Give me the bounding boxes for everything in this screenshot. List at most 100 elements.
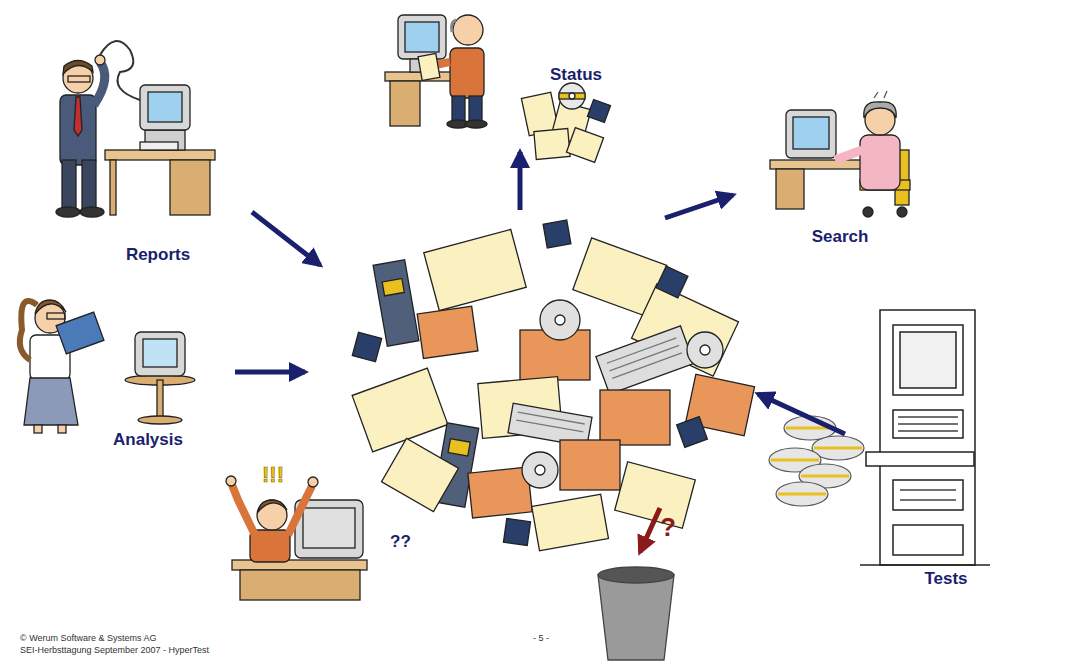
search-figure-part (786, 110, 836, 158)
analysis-figure-part (157, 380, 163, 420)
document-pile-part (417, 306, 478, 358)
reports-figure-part (60, 95, 96, 165)
document-pile-part (516, 412, 584, 432)
search-figure-part (776, 169, 804, 209)
analysis-figure-part (24, 378, 78, 425)
test-machine-part (866, 452, 974, 466)
analysis-figure (20, 300, 195, 433)
search-figure-part (863, 207, 873, 217)
test-machine-part (893, 480, 963, 510)
frustrated-figure-part (250, 530, 290, 562)
document-pile-part (424, 229, 526, 310)
reports-figure-part (140, 142, 178, 150)
trash-can (598, 567, 674, 660)
flow-arrows-part (518, 152, 523, 210)
reports-figure-part (62, 160, 76, 210)
analysis-figure-part (143, 339, 177, 367)
analysis-figure-part (20, 301, 37, 360)
search-figure-part (864, 102, 896, 118)
reports-figure-part (95, 55, 105, 65)
document-pile-part (532, 494, 609, 550)
search-figure-part (793, 117, 829, 149)
reports-figure-part (80, 207, 104, 217)
reports-figure-part (63, 61, 93, 75)
reports-figure (56, 41, 215, 217)
status-figure-part (569, 93, 575, 99)
test-machine-part (900, 332, 956, 388)
document-pile-part (382, 279, 404, 296)
figure-caption-node: Analysis (98, 427, 198, 453)
reports-figure-part (56, 207, 80, 217)
reports-figure-part (68, 76, 90, 82)
analysis-figure-part (138, 416, 182, 424)
copyright-note: © Werum Software & Systems AG (20, 633, 157, 643)
status-figure-part (566, 128, 603, 163)
test-machine-part (898, 417, 958, 431)
cd-stack-part (771, 428, 862, 494)
document-pile-part (503, 518, 530, 545)
status-figure-part (453, 15, 483, 45)
figure-label: Status (550, 65, 602, 85)
frustrated-figure-part (257, 500, 287, 530)
frustrated-figure-part (308, 477, 318, 487)
event-note: SEI-Herbsttagung September 2007 - HyperT… (20, 645, 209, 655)
reports-figure-part (148, 92, 182, 122)
exclamation-mark: !!! (262, 462, 284, 488)
document-pile-part (700, 345, 710, 355)
flow-arrows (235, 152, 845, 552)
frustrated-figure-part (288, 486, 312, 535)
reports-figure-part (94, 62, 105, 105)
test-machine-part (893, 410, 963, 438)
analysis-figure-part (34, 425, 42, 433)
status-figure-part (452, 20, 457, 32)
document-pile (352, 220, 754, 551)
frustrated-figure-part (232, 485, 255, 535)
figure-caption-node: Search (798, 224, 882, 250)
document-pile-part (596, 326, 694, 394)
document-pile-part (535, 465, 545, 475)
search-figure-part (897, 207, 907, 217)
test-machine-part (893, 325, 963, 395)
search-figure-part (860, 135, 900, 190)
frustrated-figure-part (303, 508, 355, 548)
test-machine-part (900, 490, 956, 500)
figure-label: Search (812, 227, 869, 247)
document-pile-part (522, 452, 558, 488)
document-pile-part (560, 440, 620, 490)
status-figure-part (587, 99, 610, 122)
question-mark: ? (660, 512, 676, 543)
document-pile-part (607, 338, 682, 378)
reports-figure-part (105, 150, 215, 160)
trash-can-part (598, 575, 674, 660)
figure-caption-node: Tests (903, 566, 989, 592)
figure-label: Reports (126, 245, 190, 265)
question-mark: ?? (390, 532, 411, 552)
document-pile-part (687, 332, 723, 368)
status-figure-part (418, 54, 440, 81)
search-figure-part (835, 150, 862, 160)
flow-arrows-part (252, 212, 320, 265)
document-pile-part (656, 266, 688, 298)
page-number: - 5 - (533, 633, 549, 643)
document-pile-part (352, 332, 381, 361)
document-pile-part (382, 438, 459, 511)
analysis-figure-part (58, 425, 66, 433)
flow-arrows-part (235, 370, 305, 375)
cd-stack (769, 416, 864, 506)
status-figure-part (559, 93, 585, 99)
figure-caption-node: Status (538, 62, 614, 88)
figure-label: Tests (924, 569, 967, 589)
reports-figure-part (170, 160, 210, 215)
status-figure-part (559, 83, 585, 109)
trash-can-part (598, 567, 674, 583)
document-pile-part (677, 417, 708, 448)
document-pile-part (543, 220, 571, 248)
flow-arrows-part (665, 195, 733, 218)
status-figure (385, 15, 611, 162)
document-pile-part (352, 368, 448, 452)
reports-figure-part (110, 160, 116, 215)
reports-figure-part (74, 97, 82, 136)
document-pile-part (448, 439, 470, 456)
